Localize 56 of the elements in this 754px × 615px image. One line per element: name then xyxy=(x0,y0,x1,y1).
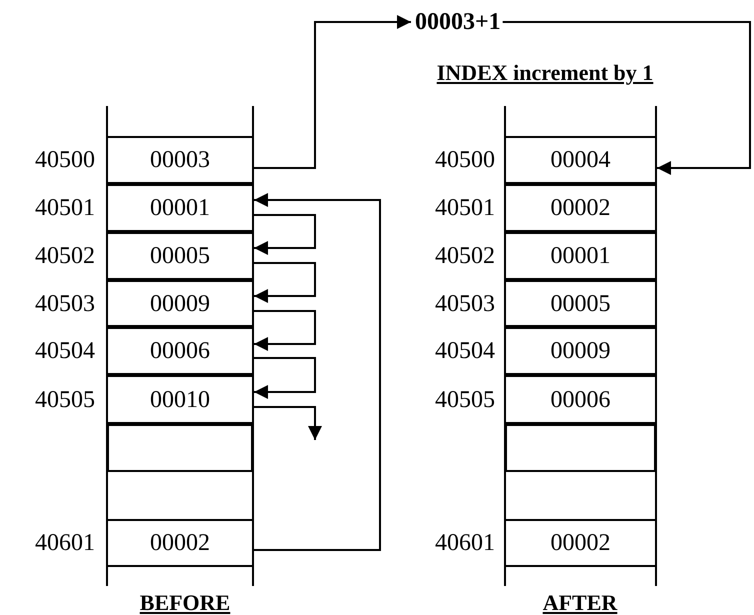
memory-cell xyxy=(107,232,253,280)
memory-cell xyxy=(505,280,656,327)
expression-text: 00003+1 xyxy=(415,10,501,34)
arrow xyxy=(253,357,316,399)
memory-cell xyxy=(505,519,656,567)
address-label: 40500 xyxy=(434,148,495,172)
address-label: 40505 xyxy=(434,388,495,412)
address-label: 40503 xyxy=(34,292,95,316)
cell-value: 00009 xyxy=(550,339,610,363)
panel-caption: BEFORE xyxy=(140,592,230,614)
memory-cell xyxy=(505,327,656,375)
memory-cell xyxy=(505,232,656,280)
memory-cell xyxy=(107,184,253,232)
arrow xyxy=(253,310,316,351)
arrow xyxy=(502,21,751,175)
cell-value: 00001 xyxy=(550,244,610,268)
address-label: 40502 xyxy=(434,244,495,268)
cell-value: 00006 xyxy=(150,339,210,363)
panel-caption: AFTER xyxy=(542,592,618,614)
cell-value: 00005 xyxy=(150,244,210,268)
arrow xyxy=(253,406,322,440)
memory-cell xyxy=(107,280,253,327)
address-label: 40501 xyxy=(34,196,95,220)
arrow xyxy=(253,214,316,255)
cell-value: 00002 xyxy=(550,196,610,220)
memory-cell xyxy=(107,136,253,184)
address-label: 40504 xyxy=(434,339,495,363)
address-label: 40501 xyxy=(434,196,495,220)
cell-value: 00003 xyxy=(150,148,210,172)
memory-cell xyxy=(107,519,253,567)
address-label: 40601 xyxy=(34,531,95,555)
arrow xyxy=(253,15,411,169)
address-label: 40503 xyxy=(434,292,495,316)
cell-value: 00002 xyxy=(150,531,210,555)
address-label: 40505 xyxy=(34,388,95,412)
memory-cell xyxy=(107,327,253,375)
cell-value: 00001 xyxy=(150,196,210,220)
address-label: 40504 xyxy=(34,339,95,363)
memory-cell xyxy=(505,136,656,184)
address-label: 40601 xyxy=(434,531,495,555)
cell-value: 00005 xyxy=(550,292,610,316)
address-label: 40502 xyxy=(34,244,95,268)
memory-cell xyxy=(505,375,656,424)
address-label: 40500 xyxy=(34,148,95,172)
arrow xyxy=(253,262,316,303)
caption-heading: INDEX increment by 1 xyxy=(436,62,654,84)
empty-memory-cell xyxy=(107,424,253,472)
memory-cell xyxy=(505,184,656,232)
cell-value: 00009 xyxy=(150,292,210,316)
memory-cell xyxy=(107,375,253,424)
arrow xyxy=(253,193,381,551)
cell-value: 00010 xyxy=(150,388,210,412)
empty-memory-cell xyxy=(505,424,656,472)
cell-value: 00006 xyxy=(550,388,610,412)
cell-value: 00004 xyxy=(550,148,610,172)
cell-value: 00002 xyxy=(550,531,610,555)
